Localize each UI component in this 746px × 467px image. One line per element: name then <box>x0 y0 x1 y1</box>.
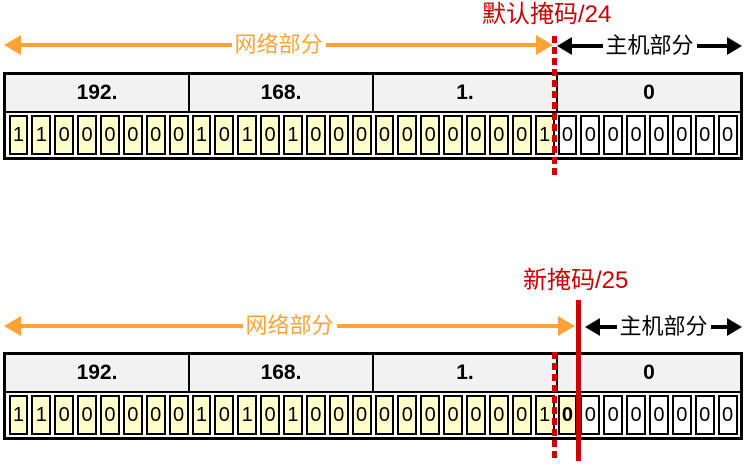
bit-cell: 0 <box>420 115 441 155</box>
bit-cell: 1 <box>31 395 52 435</box>
bit-cell: 0 <box>77 115 97 155</box>
bit-cell: 0 <box>351 395 372 435</box>
octet-header-cell: 192. <box>6 75 190 111</box>
octet-header-cell: 0 <box>558 75 740 111</box>
network-portion-label: 网络部分 <box>234 32 323 57</box>
bit-cell: 0 <box>557 395 578 435</box>
host-portion-arrow: 主机部分 <box>585 314 743 340</box>
octet-header-cell: 1. <box>374 355 558 391</box>
network-portion-label: 网络部分 <box>245 313 334 338</box>
bit-cell: 0 <box>328 115 349 155</box>
bit-cell: 0 <box>443 395 463 435</box>
bit-cell: 1 <box>283 395 303 435</box>
bit-cell: 0 <box>145 395 166 435</box>
bit-cell: 0 <box>420 395 441 435</box>
bit-cell: 0 <box>145 115 166 155</box>
bit-cell: 0 <box>443 115 463 155</box>
bit-cell: 0 <box>374 115 395 155</box>
arrow-left-icon <box>557 37 572 55</box>
bit-cell: 0 <box>168 395 189 435</box>
bit-cell: 0 <box>466 115 486 155</box>
bit-cell: 0 <box>694 395 715 435</box>
bit-cell: 0 <box>214 395 235 435</box>
bit-cell: 0 <box>649 115 669 155</box>
bit-cell: 0 <box>671 395 692 435</box>
bit-cell: 1 <box>191 395 212 435</box>
bit-cell: 1 <box>8 395 29 435</box>
octet-header-cell: 1. <box>374 75 558 111</box>
bit-cell: 0 <box>260 115 280 155</box>
bit-cell: 0 <box>54 115 75 155</box>
host-portion-arrow: 主机部分 <box>557 33 743 59</box>
bit-cell: 0 <box>122 115 143 155</box>
bit-cell: 0 <box>488 115 509 155</box>
arrow-right-icon <box>727 37 743 55</box>
bit-cell: 0 <box>328 395 349 435</box>
bit-cell: 0 <box>488 395 509 435</box>
host-portion-label: 主机部分 <box>605 33 694 58</box>
bit-cell: 0 <box>717 395 738 435</box>
bit-cell: 0 <box>511 115 532 155</box>
bit-cell: 0 <box>511 395 532 435</box>
new-mask-label: 新掩码/25 <box>523 267 629 294</box>
bit-cell: 0 <box>100 115 120 155</box>
bit-cell: 0 <box>100 395 120 435</box>
bit-cell: 0 <box>122 395 143 435</box>
network-portion-arrow: 网络部分 <box>4 313 576 339</box>
bit-cell: 1 <box>191 115 212 155</box>
bit-cell: 1 <box>237 395 258 435</box>
bit-cell: 0 <box>351 115 372 155</box>
bit-cell: 1 <box>237 115 258 155</box>
bit-cell: 1 <box>283 115 303 155</box>
bit-cell: 0 <box>374 395 395 435</box>
bit-cell: 0 <box>649 395 669 435</box>
octet-header-cell: 192. <box>6 355 190 391</box>
bit-cell: 0 <box>397 395 418 435</box>
bit-cell: 0 <box>397 115 418 155</box>
arrow-right-icon <box>727 318 743 336</box>
host-portion-label: 主机部分 <box>619 314 708 339</box>
bit-cell: 0 <box>694 115 715 155</box>
octet-header-cell: 168. <box>190 355 374 391</box>
bit-cell: 0 <box>580 115 601 155</box>
bit-cell: 0 <box>214 115 235 155</box>
octet-header-row: 192.168.1.0 <box>6 355 740 393</box>
octet-header-row: 192.168.1.0 <box>6 75 740 113</box>
bit-cell: 0 <box>557 115 578 155</box>
bit-cell: 0 <box>54 395 75 435</box>
bit-cell: 0 <box>77 395 97 435</box>
arrow-left-icon <box>4 316 21 336</box>
bit-cell: 0 <box>580 395 601 435</box>
bit-cell: 0 <box>260 395 280 435</box>
bit-cell: 0 <box>603 395 624 435</box>
arrow-left-icon <box>4 35 21 55</box>
octet-header-cell: 0 <box>558 355 740 391</box>
bit-cell: 1 <box>8 115 29 155</box>
bit-cell: 0 <box>671 115 692 155</box>
bit-cell: 0 <box>168 115 189 155</box>
default-mask-label: 默认掩码/24 <box>482 1 612 28</box>
octet-header-cell: 168. <box>190 75 374 111</box>
new-mask-25-boundary-line <box>576 300 581 461</box>
bit-cell: 0 <box>305 115 326 155</box>
mask-24-boundary-line <box>552 36 557 178</box>
network-portion-arrow: 网络部分 <box>4 32 554 58</box>
bit-cell: 0 <box>305 395 326 435</box>
old-mask-24-boundary-line <box>552 352 557 460</box>
bit-cell: 0 <box>603 115 624 155</box>
bit-cell: 1 <box>31 115 52 155</box>
bit-cell: 0 <box>626 115 646 155</box>
bit-cell: 0 <box>717 115 738 155</box>
bit-cell: 0 <box>466 395 486 435</box>
bit-cell: 0 <box>626 395 646 435</box>
arrow-right-icon <box>558 316 576 336</box>
arrow-right-icon <box>536 35 554 55</box>
arrow-left-icon <box>585 318 600 336</box>
